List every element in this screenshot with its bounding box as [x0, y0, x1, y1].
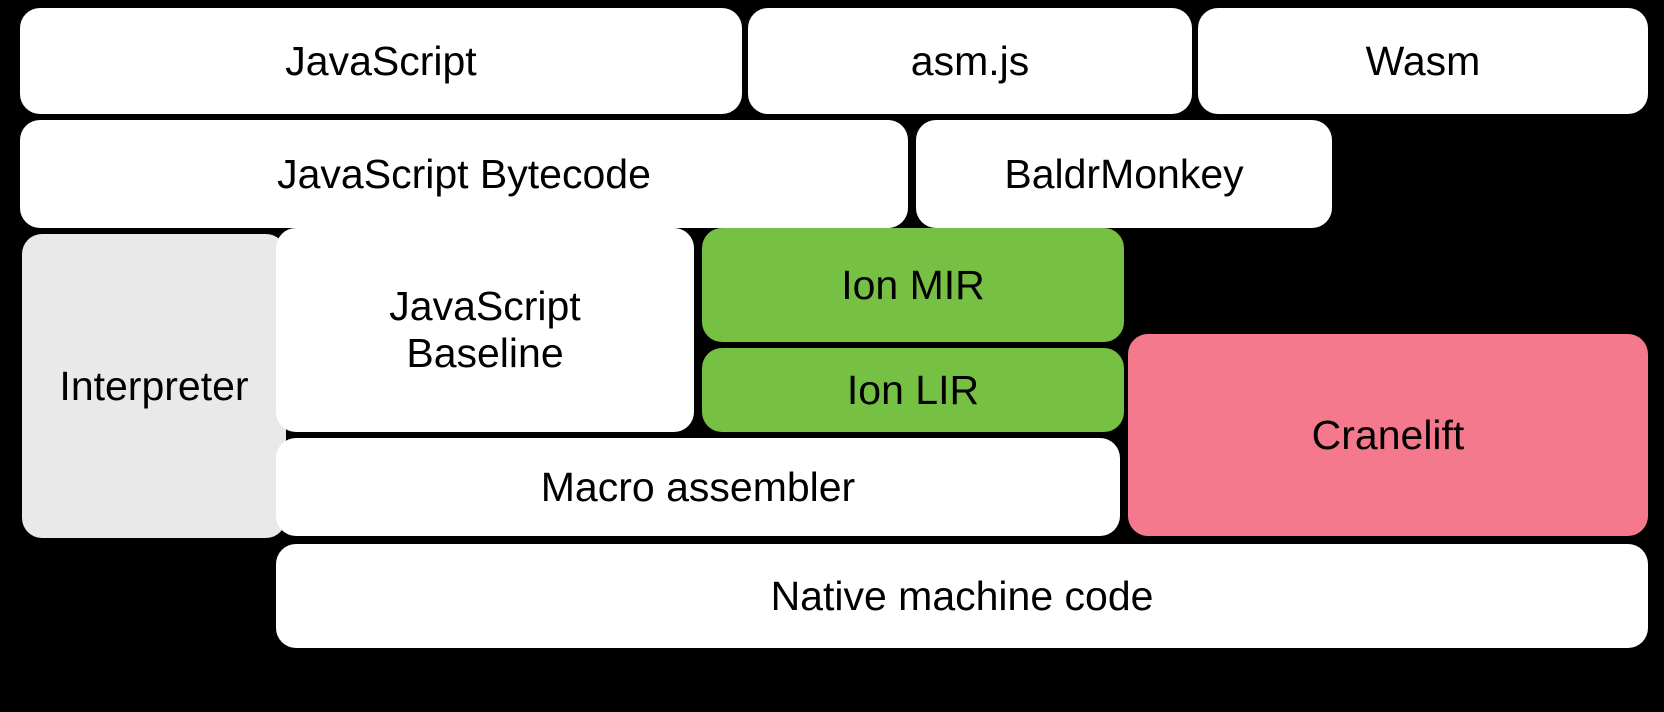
node-macro-assembler[interactable]: Macro assembler — [276, 438, 1120, 536]
node-asm-js[interactable]: asm.js — [748, 8, 1192, 114]
node-native-machine-code[interactable]: Native machine code — [276, 544, 1648, 648]
node-label-ion-mir: Ion MIR — [841, 261, 985, 308]
node-label-cranelift: Cranelift — [1311, 411, 1465, 458]
node-label-javascript-bytecode: JavaScript Bytecode — [277, 150, 651, 197]
node-ion-lir[interactable]: Ion LIR — [702, 348, 1124, 432]
node-label-wasm: Wasm — [1365, 37, 1481, 84]
node-baldrmonkey[interactable]: BaldrMonkey — [916, 120, 1332, 228]
node-label-baldrmonkey: BaldrMonkey — [1004, 150, 1244, 197]
node-label-native-machine-code: Native machine code — [770, 572, 1154, 619]
node-javascript-bytecode[interactable]: JavaScript Bytecode — [20, 120, 908, 228]
node-label-ion-lir: Ion LIR — [846, 366, 980, 413]
node-cranelift[interactable]: Cranelift — [1128, 334, 1648, 536]
node-ion-mir[interactable]: Ion MIR — [702, 228, 1124, 342]
node-label-asm-js: asm.js — [910, 37, 1030, 84]
node-label-interpreter: Interpreter — [59, 362, 249, 409]
node-interpreter[interactable]: Interpreter — [22, 234, 286, 538]
node-label-javascript: JavaScript — [285, 37, 477, 84]
node-label-macro-assembler: Macro assembler — [540, 463, 856, 510]
node-javascript[interactable]: JavaScript — [20, 8, 742, 114]
node-javascript-baseline[interactable]: JavaScript Baseline — [276, 228, 694, 432]
node-wasm[interactable]: Wasm — [1198, 8, 1648, 114]
node-label-javascript-baseline: JavaScript Baseline — [389, 283, 581, 376]
